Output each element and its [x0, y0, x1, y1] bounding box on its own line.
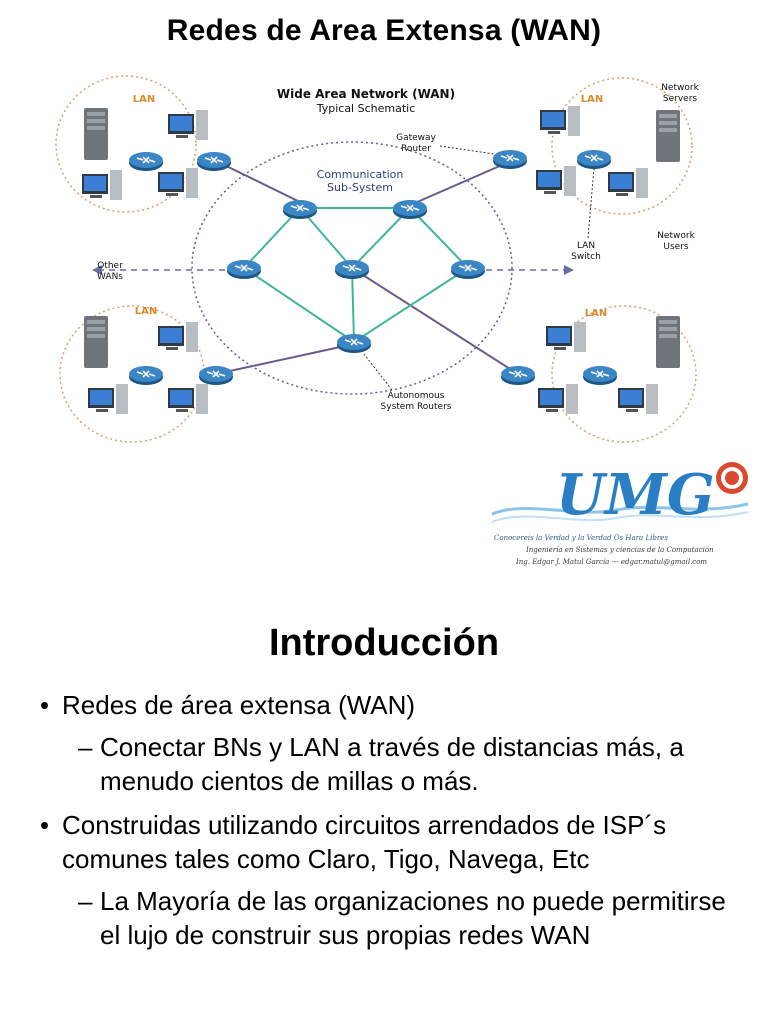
- section-title: Introducción: [268, 622, 500, 664]
- switch-label-2: Switch: [571, 252, 601, 262]
- diagram-subheading: Typical Schematic: [316, 102, 416, 115]
- servers-label-1: Network: [661, 83, 699, 93]
- umg-logo: UMG Conocereis la Verdad y la Verdad Os …: [491, 462, 749, 566]
- servers-label-2: Servers: [663, 94, 698, 104]
- comm-subsystem-label-1: Communication: [317, 168, 404, 181]
- wan-diagram: Wide Area Network (WAN) Typical Schemati…: [55, 75, 700, 443]
- logo-mark: UMG: [556, 462, 715, 528]
- other-wans-label-1: Other: [97, 261, 123, 271]
- sub-bullet-item: Conectar BNs y LAN a través de distancia…: [40, 730, 740, 798]
- wan-circle: [191, 141, 513, 395]
- users-label-2: Users: [663, 242, 689, 252]
- asr-label-2: System Routers: [381, 402, 452, 412]
- bullet-list: Redes de área extensa (WAN) Conectar BNs…: [40, 688, 740, 962]
- lan-circle-top-right: [551, 77, 693, 215]
- asr-label-1: Autonomous: [388, 391, 445, 401]
- diagram-heading: Wide Area Network (WAN): [277, 87, 455, 101]
- lan-label: LAN: [135, 306, 157, 317]
- bullet-item: Construidas utilizando circuitos arrenda…: [40, 808, 740, 876]
- lan-circle-top-left: [55, 75, 197, 213]
- bullet-item: Redes de área extensa (WAN): [40, 688, 740, 722]
- slide-title: Redes de Area Extensa (WAN): [166, 14, 602, 47]
- lan-circle-bottom-right: [551, 305, 697, 443]
- logo-motto: Conocereis la Verdad y la Verdad Os Hara…: [494, 534, 668, 542]
- lan-label: LAN: [133, 94, 155, 105]
- switch-label-1: LAN: [577, 241, 595, 251]
- lan-label: LAN: [585, 308, 607, 319]
- users-label-1: Network: [657, 231, 695, 241]
- lan-label: LAN: [581, 94, 603, 105]
- comm-subsystem-label-2: Sub-System: [327, 181, 393, 194]
- gateway-label-1: Gateway: [396, 133, 436, 143]
- logo-line1: Ingeniería en Sistemas y ciencias de la …: [525, 546, 714, 554]
- sub-bullet-item: La Mayoría de las organizaciones no pued…: [40, 884, 740, 952]
- logo-line2: Ing. Edgar J. Matul García --- edgar.mat…: [515, 558, 707, 566]
- gateway-label-2: Router: [401, 144, 431, 154]
- other-wans-label-2: WANs: [97, 272, 123, 282]
